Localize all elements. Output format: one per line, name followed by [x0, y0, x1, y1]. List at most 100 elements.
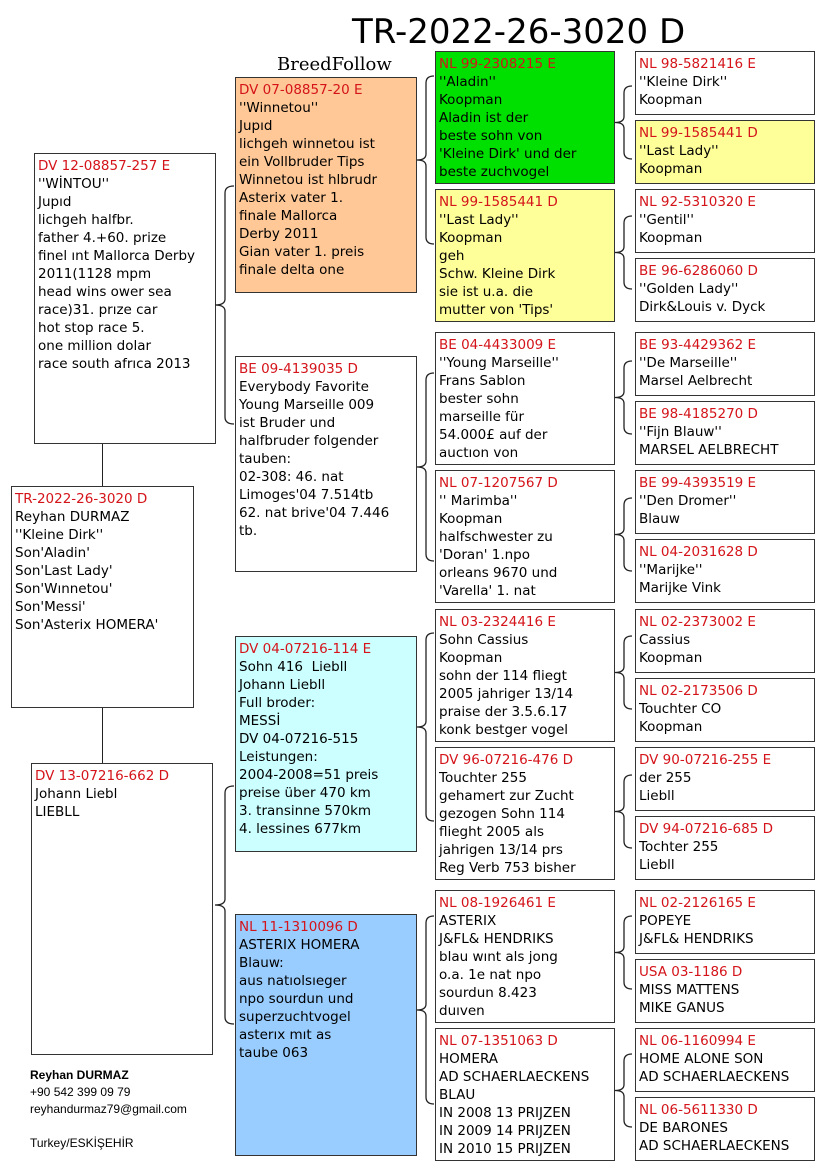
- pigeon-info-line: Winnetou ist hlbrudr: [239, 172, 378, 188]
- pigeon-info-line: Limoges'04 7.514tb: [239, 487, 374, 503]
- pigeon-info-line: Reyhan DURMAZ: [15, 509, 130, 525]
- pigeon-card-g5-3[interactable]: NL 92-5310320 E''Gentil''Koopman: [635, 189, 815, 253]
- pigeon-info-line: preise über 470 km: [239, 785, 371, 801]
- pigeon-info-line: mutter von 'Tips': [439, 302, 554, 318]
- pigeon-info-line: Dirk&Louis v. Dyck: [639, 299, 766, 315]
- pigeon-info-line: orleans 9670 und: [439, 565, 558, 581]
- pigeon-info-line: MESSİ: [239, 713, 281, 729]
- pigeon-info-line: Koopman: [439, 230, 503, 246]
- breeder-phone[interactable]: +90 542 399 09 79: [30, 1085, 131, 1099]
- pigeon-info-line: DV 04-07216-515: [239, 731, 359, 747]
- pigeon-info-line: sie ist u.a. die: [439, 284, 534, 300]
- ring-number: DV 96-07216-476 D: [439, 752, 574, 768]
- ring-number: NL 98-5821416 E: [639, 56, 756, 72]
- pigeon-info-line: gehamert zur Zucht: [439, 788, 574, 804]
- pigeon-info-line: sohn der 114 fliegt: [439, 668, 567, 684]
- pigeon-info-line: aus natıolsıeger: [239, 973, 347, 989]
- pigeon-card-g5-6[interactable]: BE 98-4185270 D''Fijn Blauw''MARSEL AELB…: [635, 401, 815, 465]
- pigeon-info-line: Sohn 416 Liebll: [239, 659, 348, 675]
- brace-sire-parents: [214, 185, 235, 425]
- pigeon-info-line: J&FL& HENDRIKS: [439, 931, 554, 947]
- pigeon-info-line: Son'Asterix HOMERA': [15, 617, 159, 633]
- pigeon-info-line: Son'Wınnetou': [15, 581, 113, 597]
- pigeon-card-g5-5[interactable]: BE 93-4429362 E''De Marseille''Marsel Ae…: [635, 332, 815, 396]
- ring-number: DV 12-08857-257 E: [38, 158, 171, 174]
- ring-number: USA 03-1186 D: [639, 964, 743, 980]
- pigeon-info-line: race south afrıca 2013: [38, 356, 191, 372]
- ring-number: NL 99-2308215 E: [439, 56, 556, 72]
- pigeon-info-line: beste sohn von: [439, 128, 543, 144]
- pigeon-info-line: Frans Sablon: [439, 373, 526, 389]
- pigeon-info-line: HOMERA: [439, 1051, 499, 1067]
- brace-g4-5: [614, 635, 633, 710]
- pigeon-card-g5-1[interactable]: NL 98-5821416 E''Kleine Dirk''Koopman: [635, 51, 815, 115]
- pigeon-info-line: MARSEL AELBRECHT: [639, 442, 779, 458]
- pigeon-info-line: ''WİNTOU'': [38, 176, 110, 192]
- pigeon-info-line: IN 2008 13 PRIJZEN: [439, 1105, 571, 1121]
- ring-number: BE 09-4139035 D: [239, 361, 358, 377]
- pigeon-info-line: bester sohn: [439, 391, 519, 407]
- pigeon-info-line: Aladin ist der: [439, 110, 529, 126]
- pigeon-info-line: Reg Verb 753 bisher: [439, 860, 576, 876]
- brace-g4-4: [614, 497, 633, 572]
- pigeon-info-line: ist Bruder und: [239, 415, 336, 431]
- ring-number: TR-2022-26-3020 D: [15, 491, 148, 507]
- pigeon-info-line: 54.000£ auf der: [439, 427, 548, 443]
- pigeon-info-line: halfschwester zu: [439, 529, 553, 545]
- pigeon-info-line: Koopman: [639, 650, 703, 666]
- pigeon-info-line: ASTERIX HOMERA: [239, 937, 360, 953]
- pigeon-info-line: Blauw:: [239, 955, 284, 971]
- ring-number: NL 08-1926461 E: [439, 895, 556, 911]
- ring-number: NL 03-2324416 E: [439, 614, 556, 630]
- pigeon-info-line: DE BARONES: [639, 1120, 728, 1136]
- pigeon-info-line: halfbruder folgender: [239, 433, 379, 449]
- breeder-email[interactable]: reyhandurmaz79@gmail.com: [30, 1102, 187, 1116]
- ring-number: NL 06-1160994 E: [639, 1033, 756, 1049]
- pigeon-info-line: ''Golden Lady'': [639, 281, 739, 297]
- pigeon-info-line: beste zuchvogel: [439, 164, 550, 180]
- pigeon-info-line: Johann Liebl: [35, 786, 118, 802]
- brace-dd-parents: [416, 915, 435, 1105]
- pigeon-card-g5-7[interactable]: BE 99-4393519 E''Den Dromer''Blauw: [635, 470, 815, 534]
- ring-number: BE 04-4433009 E: [439, 337, 557, 353]
- pigeon-info-line: HOME ALONE SON: [639, 1051, 764, 1067]
- pigeon-info-line: Koopman: [439, 511, 503, 527]
- pigeon-info-line: taube 063: [239, 1045, 309, 1061]
- pigeon-info-line: IN 2009 14 PRIJZEN: [439, 1123, 571, 1139]
- pigeon-info-line: o.a. 1e nat npo: [439, 967, 542, 983]
- pigeon-card-g5-2[interactable]: NL 99-1585441 D''Last Lady''Koopman: [635, 120, 815, 184]
- pigeon-card-dsd[interactable]: DV 96-07216-476 D Touchter 255 gehamert zu…: [435, 747, 615, 880]
- pigeon-info-line: ''Marijke'': [639, 562, 703, 578]
- pigeon-card-sds[interactable]: BE 04-4433009 E''Young Marseille''Frans …: [435, 332, 615, 465]
- pigeon-info-line: Koopman: [639, 92, 703, 108]
- pigeon-info-line: 2004-2008=51 preis: [239, 767, 379, 783]
- pigeon-card-g5-4[interactable]: BE 96-6286060 D''Golden Lady''Dirk&Louis…: [635, 258, 815, 322]
- pigeon-info-line: duıven: [439, 1003, 485, 1019]
- pigeon-info-line: Touchter 255: [439, 770, 527, 786]
- pigeon-info-line: Koopman: [639, 230, 703, 246]
- pigeon-card-g5-8[interactable]: NL 04-2031628 D''Marijke''Marijke Vink: [635, 539, 815, 603]
- pigeon-info-line: 'Doran' 1.npo: [439, 547, 531, 563]
- pigeon-info-line: 2005 jahriger 13/14: [439, 686, 574, 702]
